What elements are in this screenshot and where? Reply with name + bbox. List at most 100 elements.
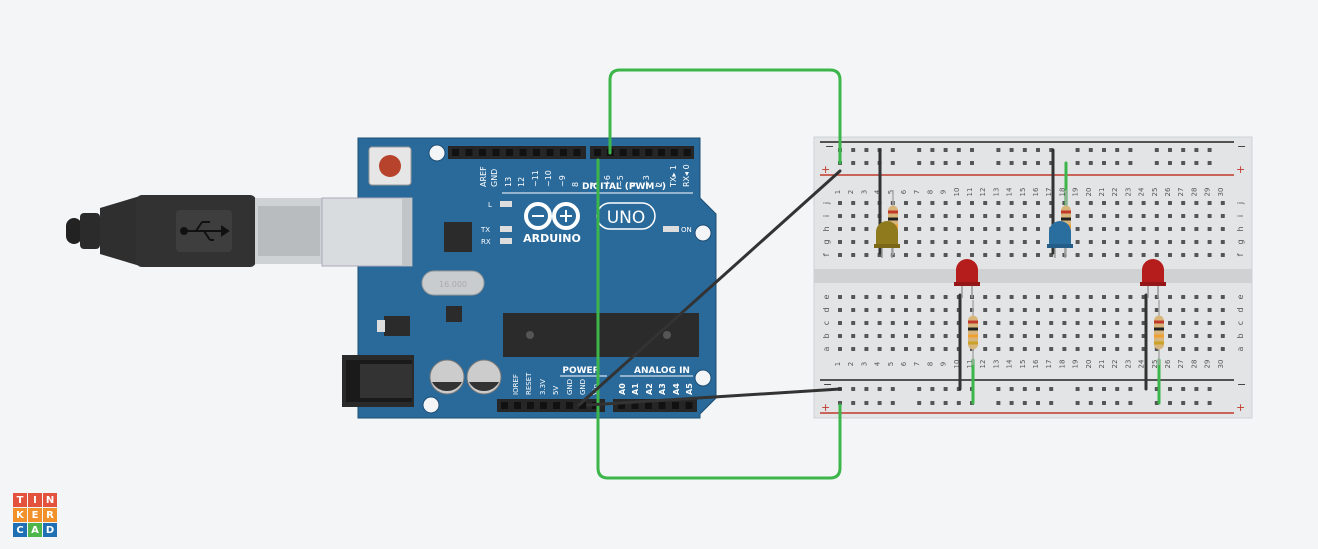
row-label: j — [822, 202, 831, 205]
pin-label: 7 — [591, 182, 600, 187]
rail-plus-top-right: + — [1236, 163, 1245, 176]
column-label: 7 — [913, 362, 921, 366]
column-label: 1 — [834, 362, 842, 366]
usb-port — [321, 197, 413, 267]
led-red-2[interactable] — [1140, 259, 1166, 298]
row-label: f — [1236, 253, 1245, 256]
pin-label: ~6 — [603, 175, 612, 187]
row-label: g — [1236, 239, 1245, 244]
row-label: c — [1236, 321, 1245, 325]
pin-label: 8 — [571, 182, 580, 187]
column-label: 14 — [1006, 187, 1014, 196]
power-pin-label: 5V — [552, 386, 560, 395]
wires[interactable] — [577, 68, 1161, 480]
digital-label: DIGITAL (PWM~) — [582, 182, 666, 192]
column-label: 23 — [1124, 188, 1132, 197]
wire-black-gnd-bottom[interactable] — [586, 387, 842, 407]
column-label: 24 — [1138, 187, 1146, 196]
rail-minus-top-right: − — [1237, 140, 1246, 153]
svg-text:16.000: 16.000 — [439, 280, 467, 289]
column-label: 10 — [953, 360, 961, 369]
tinkercad-logo[interactable]: T I N K E R C A D — [13, 493, 57, 537]
led-tx-label: TX — [480, 226, 490, 234]
led-red-1[interactable] — [954, 259, 980, 298]
column-label: 16 — [1032, 187, 1040, 196]
row-label: h — [822, 226, 831, 231]
column-label: 16 — [1032, 359, 1040, 368]
column-label: 24 — [1138, 359, 1146, 368]
column-label: 7 — [913, 190, 921, 194]
usb-cable[interactable] — [66, 195, 323, 267]
pin-label: 12 — [517, 177, 526, 187]
column-label: 22 — [1111, 360, 1119, 369]
led-rx-label: RX — [481, 238, 491, 246]
reset-button[interactable] — [368, 146, 412, 186]
row-label: g — [822, 239, 831, 244]
logo-letter: N — [43, 493, 57, 507]
column-label: 8 — [926, 190, 934, 194]
column-label: 20 — [1085, 188, 1093, 197]
column-label: 3 — [860, 190, 868, 194]
logo-letter: A — [28, 523, 42, 537]
column-label: 3 — [860, 362, 868, 366]
column-label: 30 — [1217, 360, 1225, 369]
column-label: 29 — [1204, 360, 1212, 369]
row-label: b — [1236, 333, 1245, 338]
pin-label: GND — [490, 169, 499, 187]
column-label: 20 — [1085, 360, 1093, 369]
pin-label: ~10 — [544, 170, 553, 187]
row-label: h — [1236, 226, 1245, 231]
rail-plus-bottom-right: + — [1236, 401, 1245, 414]
column-label: 11 — [966, 360, 974, 369]
resistor-red-led-1[interactable] — [968, 300, 978, 365]
resistor-red-led-2[interactable] — [1154, 300, 1164, 365]
wire-black-gnd-top[interactable] — [577, 169, 842, 407]
column-label: 15 — [1019, 188, 1027, 197]
column-label: 27 — [1177, 360, 1185, 369]
logo-letter: I — [28, 493, 42, 507]
power-pin-label: RESET — [525, 372, 533, 395]
column-label: 5 — [887, 190, 895, 194]
analog-pin-label: A5 — [685, 383, 694, 395]
led-on-label: ON — [681, 226, 692, 234]
wire-green-top[interactable] — [608, 68, 842, 165]
column-label: 21 — [1098, 360, 1106, 369]
column-label: 4 — [874, 361, 882, 366]
column-label: 26 — [1164, 359, 1172, 368]
row-label: a — [822, 346, 831, 351]
logo-letter: K — [13, 508, 27, 522]
logo-letter: C — [13, 523, 27, 537]
rail-minus-bottom-left: − — [823, 378, 832, 391]
column-label: 19 — [1072, 360, 1080, 369]
column-label: 26 — [1164, 187, 1172, 196]
rail-plus-bottom-left: + — [821, 401, 830, 414]
arduino-uno-board[interactable]: 16.000 L TX RX ON — [321, 137, 717, 419]
crystal: 16.000 — [421, 270, 485, 296]
digital-header[interactable] — [448, 146, 694, 159]
logo-letter: E — [28, 508, 42, 522]
row-label: j — [1236, 202, 1245, 205]
column-label: 11 — [966, 188, 974, 197]
column-label: 9 — [940, 362, 948, 366]
column-label: 14 — [1006, 359, 1014, 368]
column-label: 6 — [900, 189, 908, 194]
logo-letter: T — [13, 493, 27, 507]
column-label: 6 — [900, 361, 908, 366]
row-label: e — [822, 294, 831, 299]
wire-green-bottom[interactable] — [596, 158, 842, 480]
column-label: 13 — [992, 360, 1000, 369]
column-label: 12 — [979, 188, 987, 197]
pin-label: 13 — [504, 177, 513, 187]
power-pin-label: 3.3V — [539, 379, 547, 395]
power-pin-label: GND — [579, 379, 587, 395]
analog-pin-label: A2 — [645, 383, 654, 395]
column-label: 9 — [940, 190, 948, 194]
led-blue[interactable] — [1047, 221, 1073, 258]
led-l-label: L — [488, 201, 492, 209]
led-yellow[interactable] — [874, 221, 900, 258]
power-header[interactable] — [497, 399, 697, 412]
column-label: 30 — [1217, 188, 1225, 197]
